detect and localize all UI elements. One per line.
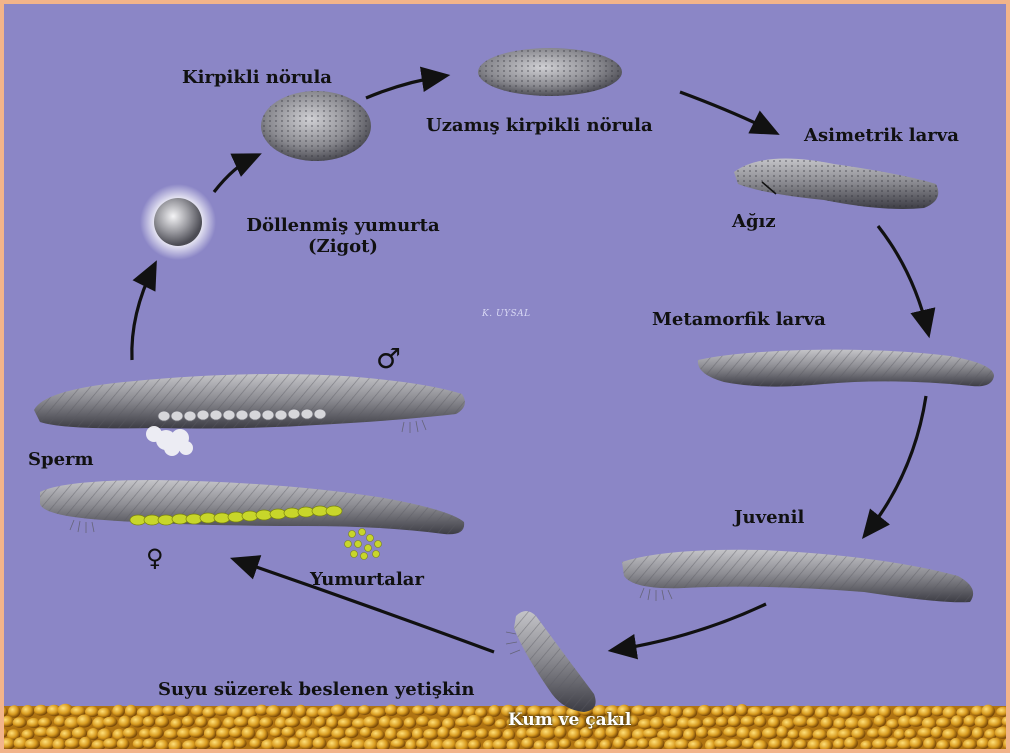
- label-zygote-sub: (Zigot): [238, 237, 448, 258]
- label-ciliated-neurula: Kirpikli nörula: [182, 68, 332, 89]
- sperm-cloud: [146, 426, 193, 456]
- label-asymmetric-larva: Asimetrik larva: [804, 126, 959, 147]
- male-symbol: ♂: [376, 342, 401, 375]
- juvenile: [622, 550, 973, 603]
- elongated-neurula: [478, 48, 622, 96]
- filter-feeding-adult: [506, 611, 596, 712]
- female-adult: [40, 480, 464, 534]
- watermark: K. UYSAL: [482, 309, 531, 319]
- female-symbol: ♀: [146, 544, 164, 572]
- ciliated-neurula: [261, 91, 371, 161]
- asymmetric-larva: [734, 159, 938, 209]
- arrow-asymmetric-to-metamorphic: [878, 226, 928, 332]
- sand-gravel: [4, 704, 1006, 749]
- arrow-elongated-to-asymmetric: [680, 92, 774, 132]
- zygote: [140, 184, 216, 260]
- label-mouth: Ağız: [732, 212, 776, 233]
- label-sperm: Sperm: [28, 450, 94, 471]
- label-zygote-main: Döllenmiş yumurta: [238, 216, 448, 237]
- arrow-zygote-to-neurula: [214, 156, 256, 192]
- released-eggs: [345, 529, 382, 560]
- male-adult: [34, 374, 465, 433]
- arrow-metamorphic-to-juvenile: [866, 396, 926, 534]
- diagram-panel: Kirpikli nörula Uzamış kirpikli nörula A…: [4, 4, 1006, 749]
- arrow-neurula-to-elongated: [366, 76, 444, 98]
- arrow-adult-to-zygote: [132, 266, 154, 360]
- label-zygote: Döllenmiş yumurta (Zigot): [238, 216, 448, 257]
- metamorphic-larva: [698, 350, 994, 387]
- label-filter-feeding-adult: Suyu süzerek beslenen yetişkin: [158, 680, 474, 701]
- arrow-juvenile-to-adult: [614, 604, 766, 650]
- label-elongated-neurula: Uzamış kirpikli nörula: [426, 116, 653, 137]
- label-metamorphic-larva: Metamorfik larva: [652, 310, 826, 331]
- label-juvenile: Juvenil: [734, 508, 804, 529]
- label-eggs: Yumurtalar: [310, 570, 424, 591]
- label-sand-gravel: Kum ve çakıl: [508, 711, 631, 731]
